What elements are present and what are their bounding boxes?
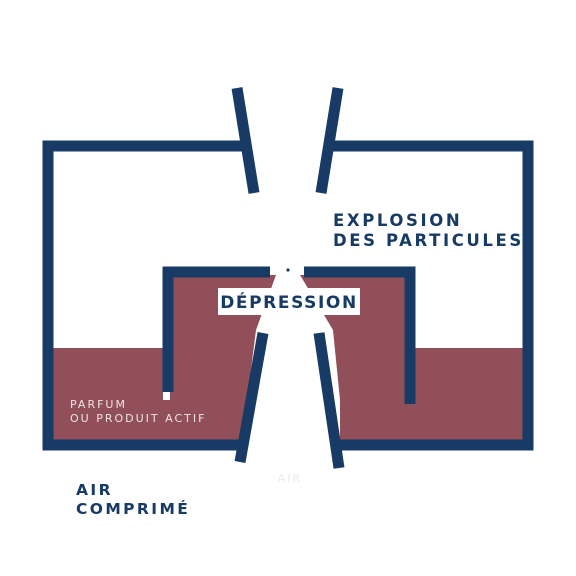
inner-wall-right — [304, 266, 416, 404]
lower-tube-right — [313, 332, 345, 469]
explosion-label-line2: DES PARTICULES — [333, 231, 524, 250]
liquid-inner-left — [170, 275, 276, 440]
top-nozzle — [231, 87, 344, 194]
inner-wall-left — [162, 266, 270, 392]
liquid-label-line1: PARFUM — [70, 398, 127, 411]
air-label: AIR — [278, 472, 302, 485]
outer-container — [42, 140, 534, 451]
top-nozzle-right — [315, 87, 344, 194]
depression-label-box — [218, 288, 360, 315]
compressed-air-label-line2: COMPRIMÉ — [76, 499, 190, 518]
outer-wall-right — [332, 140, 534, 451]
liquid-label-line2: OU PRODUIT ACTIF — [70, 412, 206, 425]
lower-tube-left — [234, 332, 269, 463]
liquid-right — [340, 348, 528, 440]
orifice-dot — [286, 268, 290, 272]
lower-tube — [234, 332, 345, 469]
depression-label: DÉPRESSION — [220, 291, 358, 313]
top-nozzle-left — [231, 87, 260, 194]
outer-wall-left — [42, 140, 245, 451]
explosion-label-line1: EXPLOSION — [333, 211, 462, 230]
inner-chamber — [162, 266, 416, 404]
compressed-air-label-line1: AIR — [76, 481, 113, 499]
